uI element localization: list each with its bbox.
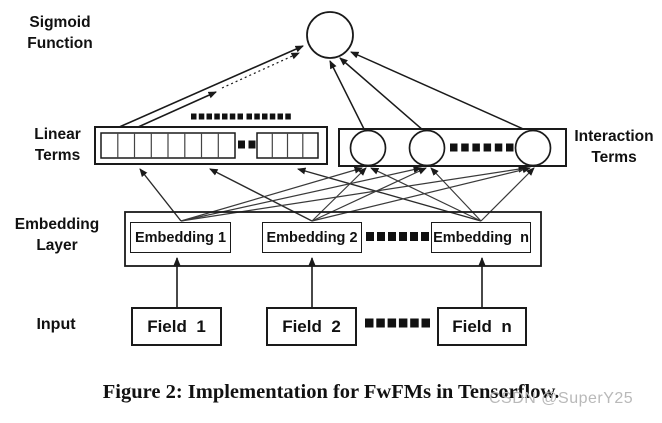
embedding-2-box: Embedding 2	[262, 222, 362, 253]
sigmoid-function-label: Sigmoid Function	[12, 12, 108, 54]
field-1-box: Field 1	[131, 307, 222, 346]
sigmoid-function-label-line1: Sigmoid	[29, 14, 91, 31]
interaction-to-sigmoid-arrows	[329, 51, 531, 133]
sigmoid-function-label-line2: Function	[27, 35, 93, 52]
ellipsis-dashes-interaction	[450, 143, 514, 152]
embedding-layer-label-line2: Layer	[36, 237, 78, 254]
interaction-node-1	[349, 129, 387, 167]
field-2-box: Field 2	[266, 307, 357, 346]
interaction-terms-label: Interaction Terms	[566, 126, 662, 168]
interaction-node-n	[514, 129, 552, 167]
linear-terms-label: Linear Terms	[15, 124, 100, 166]
embedding-to-linear-arrows	[139, 167, 482, 222]
sigmoid-node	[306, 11, 354, 59]
ellipsis-dashes-fields	[365, 318, 430, 328]
ellipsis-dashes-embedding	[366, 232, 429, 241]
embedding-to-interaction-arrows	[180, 165, 535, 222]
ellipsis-dashes-linear-mid	[238, 140, 256, 149]
linear-terms-box	[94, 126, 328, 165]
embedding-layer-box	[124, 211, 542, 267]
interaction-terms-box	[338, 128, 567, 167]
interaction-terms-label-line1: Interaction	[574, 128, 654, 145]
linear-terms-label-line2: Terms	[34, 147, 81, 164]
embedding-layer-label: Embedding Layer	[7, 214, 107, 256]
embedding-n-box: Embedding n	[431, 222, 531, 253]
interaction-terms-label-line2: Terms	[591, 149, 637, 166]
ellipsis-dashes-linear-top	[191, 113, 291, 120]
input-label: Input	[36, 316, 76, 333]
csdn-watermark: CSDN @SuperY25	[489, 390, 634, 407]
linear-terms-label-line1: Linear	[34, 126, 81, 143]
figure-caption: Figure 2: Implementation for FwFMs in Te…	[102, 381, 560, 403]
embedding-layer-label-line1: Embedding	[14, 216, 100, 233]
field-n-box: Field n	[437, 307, 527, 346]
interaction-node-2	[408, 129, 446, 167]
linear-to-sigmoid-arrows	[107, 45, 304, 133]
embedding-1-box: Embedding 1	[130, 222, 231, 253]
